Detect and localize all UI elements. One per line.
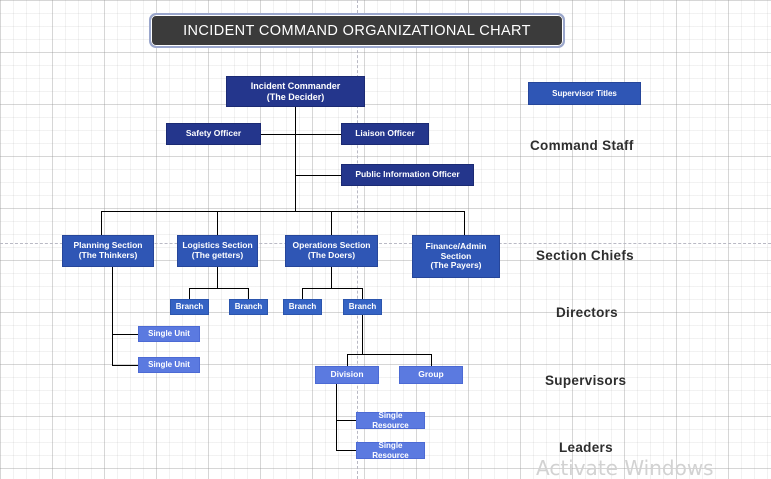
finance-admin-line2: Section [440, 250, 472, 261]
single-resource-2-label: Single Resource [372, 441, 409, 460]
node-branch-2[interactable]: Branch [229, 299, 268, 315]
connector-planning-drop [101, 211, 102, 235]
connector-division-drop [347, 354, 348, 366]
connector-branch3-drop [302, 288, 303, 299]
branch-1-label: Branch [175, 302, 204, 312]
public-information-officer-label: Public Information Officer [355, 169, 460, 180]
safety-officer-label: Safety Officer [185, 128, 242, 139]
incident-commander-line2: (The Decider) [266, 91, 325, 102]
planning-section-line1: Planning Section [73, 240, 143, 251]
node-branch-4[interactable]: Branch [343, 299, 382, 315]
finance-admin-line1: Finance/Admin [425, 240, 487, 251]
legend-supervisor-titles-box[interactable]: Supervisor Titles [528, 82, 641, 105]
connector-operations-drop [331, 211, 332, 235]
single-resource-1-label: Single Resource [372, 411, 409, 430]
operations-section-line2: (The Doers) [307, 250, 356, 260]
connector-logistics-branch-bus [189, 288, 248, 289]
chart-title-bar: INCIDENT COMMAND ORGANIZATIONAL CHART [149, 13, 565, 48]
connector-branch2-drop [248, 288, 249, 299]
connector-logistics-stem [217, 267, 218, 288]
single-unit-1-label: Single Unit [148, 329, 190, 339]
tier-label-supervisors: Supervisors [545, 373, 627, 388]
node-logistics-section[interactable]: Logistics Section (The getters) [177, 235, 258, 267]
node-finance-admin-section[interactable]: Finance/Admin Section (The Payers) [412, 235, 500, 278]
connector-branch1-drop [189, 288, 190, 299]
tier-label-command-staff: Command Staff [530, 138, 634, 153]
node-group[interactable]: Group [399, 366, 463, 384]
connector-planning-stem [112, 267, 113, 366]
guide-line-horizontal [0, 243, 771, 244]
tier-label-section-chiefs: Section Chiefs [536, 248, 634, 263]
node-public-information-officer[interactable]: Public Information Officer [341, 164, 474, 186]
group-label: Group [418, 369, 444, 380]
connector-command-staff-1 [261, 134, 341, 135]
connector-command-staff-2 [295, 175, 341, 176]
connector-section-bus [101, 211, 464, 212]
planning-section-line2: (The Thinkers) [78, 250, 138, 260]
connector-finance-drop [464, 211, 465, 235]
node-planning-section[interactable]: Planning Section (The Thinkers) [62, 235, 154, 267]
node-single-unit-1[interactable]: Single Unit [138, 326, 200, 342]
node-branch-1[interactable]: Branch [170, 299, 209, 315]
branch-2-label: Branch [234, 302, 263, 312]
operations-section-line1: Operations Section [292, 240, 371, 251]
division-label: Division [330, 369, 364, 380]
logistics-section-line1: Logistics Section [182, 240, 253, 251]
finance-admin-line3: (The Payers) [430, 260, 482, 271]
branch-3-label: Branch [288, 302, 317, 312]
page-title: INCIDENT COMMAND ORGANIZATIONAL CHART [183, 22, 531, 39]
supervisor-titles-label: Supervisor Titles [552, 88, 617, 98]
connector-operations-stem [331, 267, 332, 288]
connector-logistics-drop [217, 211, 218, 235]
branch-4-label: Branch [348, 302, 377, 312]
node-branch-3[interactable]: Branch [283, 299, 322, 315]
connector-single-resource-2 [336, 450, 356, 451]
connector-single-unit-1 [112, 334, 138, 335]
connector-operations-branch-bus [302, 288, 362, 289]
incident-commander-line1: Incident Commander [250, 81, 341, 92]
node-division[interactable]: Division [315, 366, 379, 384]
connector-division-group-bus [347, 354, 431, 355]
activate-windows-watermark: Activate Windows [536, 456, 714, 479]
single-unit-2-label: Single Unit [148, 360, 190, 370]
logistics-section-line2: (The getters) [191, 250, 244, 260]
tier-label-directors: Directors [556, 305, 618, 320]
connector-single-resource-1 [336, 420, 356, 421]
node-single-unit-2[interactable]: Single Unit [138, 357, 200, 373]
node-incident-commander[interactable]: Incident Commander (The Decider) [226, 76, 365, 107]
node-operations-section[interactable]: Operations Section (The Doers) [285, 235, 378, 267]
node-single-resource-2[interactable]: Single Resource [356, 441, 425, 460]
connector-branch4-drop [362, 288, 363, 299]
connector-branch4-stem [362, 314, 363, 354]
node-safety-officer[interactable]: Safety Officer [166, 123, 261, 145]
tier-label-leaders: Leaders [559, 440, 613, 455]
liaison-officer-label: Liaison Officer [355, 128, 415, 139]
node-liaison-officer[interactable]: Liaison Officer [341, 123, 429, 145]
connector-division-stem [336, 384, 337, 450]
connector-ic-stem [295, 107, 296, 211]
connector-single-unit-2 [112, 365, 138, 366]
connector-group-drop [431, 354, 432, 366]
node-single-resource-1[interactable]: Single Resource [356, 411, 425, 430]
